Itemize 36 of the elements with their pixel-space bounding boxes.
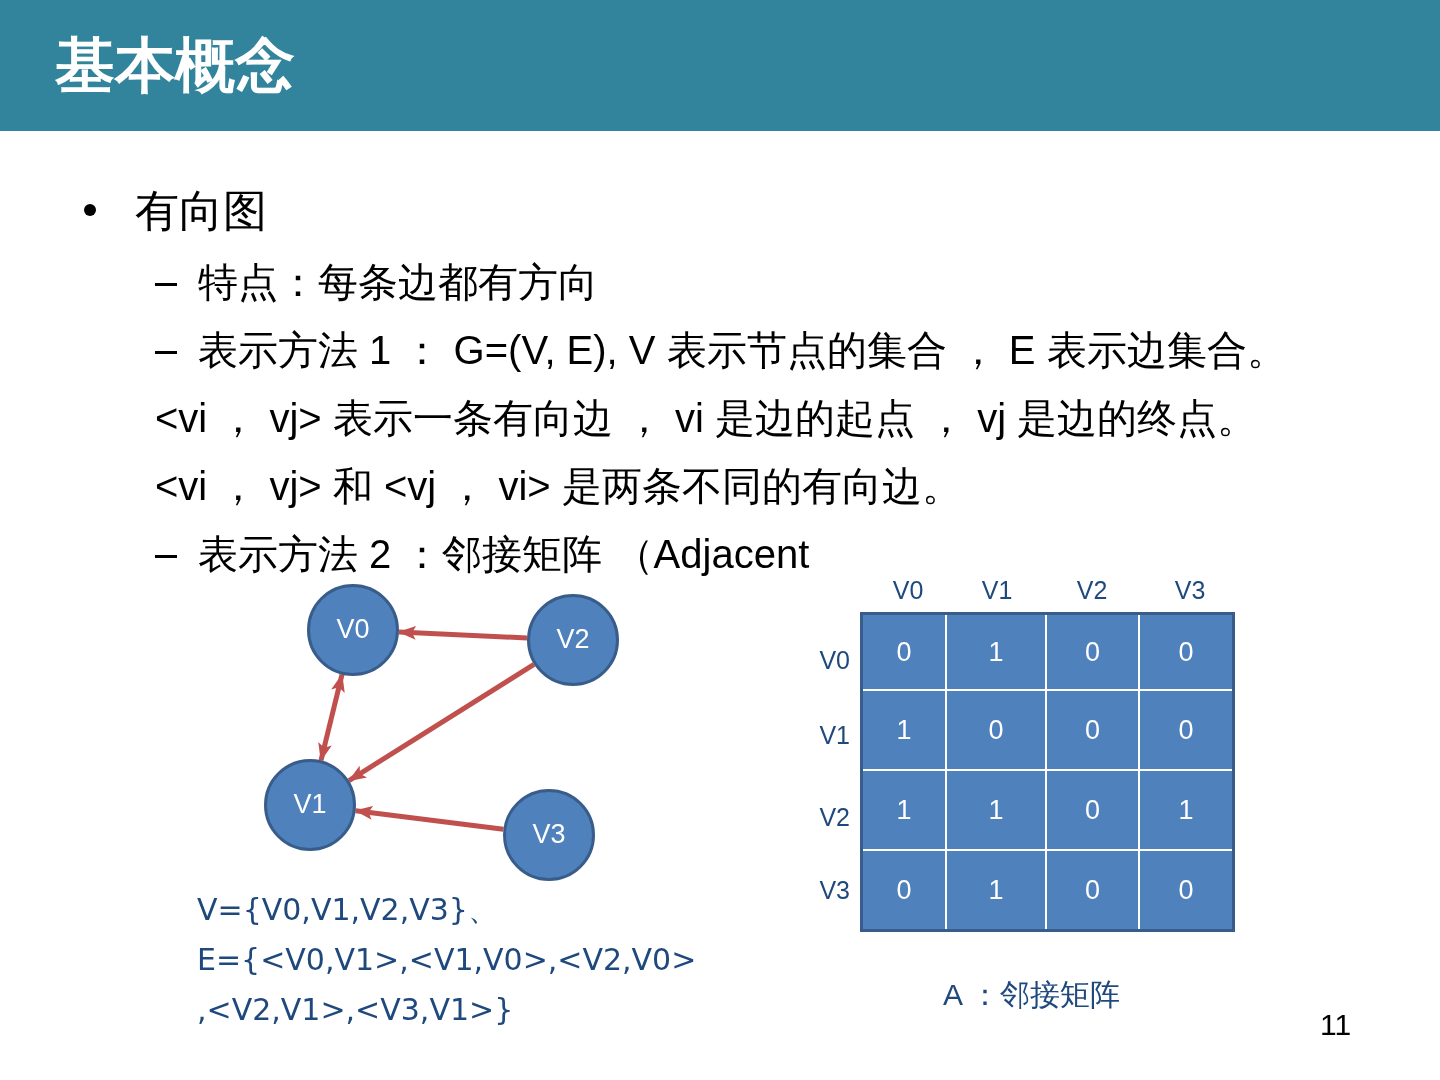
row-header: V2 <box>818 802 850 832</box>
page-number: 11 <box>1320 1007 1352 1043</box>
column-header: V3 <box>1173 575 1207 605</box>
body-text: <vi ， vj> 和 <vj ， vi> 是两条不同的有向边。 <box>155 463 962 510</box>
matrix-cell: 1 <box>863 771 947 851</box>
row-header: V3 <box>818 875 850 905</box>
body-text: <vi ， vj> 表示一条有向边 ， vi 是边的起点 ， vj 是边的终点。 <box>155 395 1258 442</box>
matrix-cell: 0 <box>1047 771 1140 851</box>
matrix-cell: 0 <box>1047 615 1140 691</box>
vertex-circle: V0 <box>307 584 399 676</box>
row-header: V0 <box>818 645 850 675</box>
column-header: V2 <box>1075 575 1109 605</box>
matrix-cell: 0 <box>947 691 1047 771</box>
row-header: V1 <box>818 720 850 750</box>
bullet-text: 表示方法 1 ： G=(V, E), V 表示节点的集合 ， E 表示边集合。 <box>198 327 1287 374</box>
arrow <box>347 662 536 783</box>
matrix-cell: 1 <box>947 615 1047 691</box>
matrix-cell: 0 <box>1047 691 1140 771</box>
column-header: V0 <box>891 575 925 605</box>
arrow <box>398 625 528 641</box>
bullet-text: 有向图 <box>135 184 267 237</box>
bullet-text: 特点：每条边都有方向 <box>198 259 598 306</box>
set-notation: E={<V0,V1>,<V1,V0>,<V2,V0> ,<V2,V1>,<V3,V1>} <box>197 941 697 1029</box>
set-notation: V={V0,V1,V2,V3}、 <box>197 891 498 929</box>
column-header: V1 <box>980 575 1014 605</box>
bullet-text: 表示方法 2 ：邻接矩阵 （Adjacent <box>198 531 810 578</box>
matrix-cell: 1 <box>947 771 1047 851</box>
slide-title: 基本概念 <box>55 31 295 101</box>
vertex-circle: V1 <box>264 759 356 851</box>
matrix-cell: 1 <box>863 691 947 771</box>
matrix-cell: 0 <box>863 615 947 691</box>
matrix-caption: A ：邻接矩阵 <box>943 977 1120 1013</box>
vertex-circle: V3 <box>503 789 595 881</box>
arrow <box>354 805 504 832</box>
vertex-circle: V2 <box>527 594 619 686</box>
arrow <box>318 673 345 762</box>
